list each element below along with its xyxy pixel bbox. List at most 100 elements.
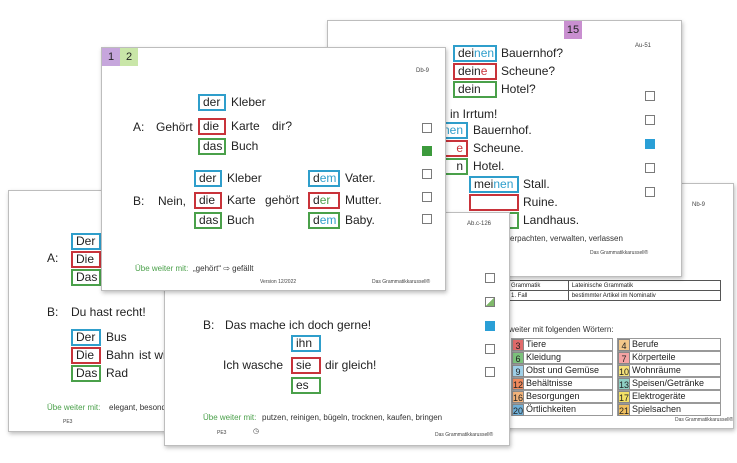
answer-checkbox[interactable] bbox=[645, 187, 655, 197]
practice-label: Übe weiter mit: bbox=[203, 413, 257, 422]
brand: Das Grammatikkarussell® bbox=[675, 417, 734, 423]
category-label: Kleidung bbox=[526, 352, 562, 362]
category-label: Örtlichkeiten bbox=[526, 404, 577, 414]
footer-code: PE3 bbox=[63, 419, 73, 425]
article-box[interactable] bbox=[469, 194, 519, 211]
category-label: Elektrogeräte bbox=[632, 391, 686, 401]
category-label: Obst und Gemüse bbox=[526, 365, 600, 375]
article-box[interactable]: das bbox=[198, 138, 226, 155]
answer-checkbox[interactable] bbox=[645, 163, 655, 173]
category-label: Besorgungen bbox=[526, 391, 580, 401]
category-number: 21 bbox=[618, 404, 630, 416]
label-a: A: bbox=[133, 120, 145, 134]
answer-checkbox[interactable] bbox=[422, 169, 432, 179]
answer-checkbox[interactable] bbox=[485, 273, 495, 283]
answer-checkbox[interactable] bbox=[422, 123, 432, 133]
noun: Bauernhof. bbox=[473, 123, 532, 137]
article-box[interactable]: meinen bbox=[469, 176, 519, 193]
category-number: 6 bbox=[512, 352, 524, 364]
table-cell: 1. Fall bbox=[507, 290, 569, 301]
category-label: Spielsachen bbox=[632, 404, 682, 414]
card-code: Ab.c-126 bbox=[467, 221, 492, 227]
article-ending: nen bbox=[474, 46, 495, 60]
article-box[interactable]: der bbox=[194, 170, 222, 187]
answer-checkbox[interactable] bbox=[485, 321, 495, 331]
article-box[interactable]: das bbox=[194, 212, 222, 229]
answer-checkbox[interactable] bbox=[422, 214, 432, 224]
article-ending: nen bbox=[442, 123, 463, 137]
answer-checkbox[interactable] bbox=[485, 367, 495, 377]
card-code: Db-9 bbox=[416, 68, 430, 74]
category-number: 17 bbox=[618, 391, 630, 403]
article-box[interactable]: die bbox=[198, 118, 226, 135]
answer-checkbox[interactable] bbox=[645, 139, 655, 149]
badge-2: 2 bbox=[120, 48, 138, 66]
category-number: 13 bbox=[618, 378, 630, 390]
article-box[interactable]: deine bbox=[453, 63, 497, 80]
card-main: 1 2 Db-9 A: Gehört der die das Kleber Ka… bbox=[101, 47, 446, 291]
article-box[interactable]: Das bbox=[71, 365, 101, 382]
article-ending: n bbox=[456, 159, 463, 173]
label-b: B: bbox=[133, 194, 145, 208]
card-code: Nb-9 bbox=[692, 202, 706, 208]
brand: Das Grammatikkarussell® bbox=[372, 279, 431, 285]
answer-checkbox[interactable] bbox=[645, 91, 655, 101]
answer-checkbox[interactable] bbox=[485, 297, 495, 307]
article-ending: e bbox=[480, 64, 488, 78]
article-box[interactable]: der bbox=[198, 94, 226, 111]
pronoun-box[interactable]: ihn bbox=[291, 335, 321, 352]
category-label: Körperteile bbox=[632, 352, 676, 362]
answer-checkbox[interactable] bbox=[485, 344, 495, 354]
article-box[interactable]: die bbox=[194, 192, 222, 209]
article-ending: e bbox=[456, 141, 463, 155]
article-box[interactable]: dem bbox=[308, 212, 340, 229]
noun: Kleber bbox=[231, 95, 266, 109]
article-box[interactable]: Das bbox=[71, 269, 101, 286]
practice-words: „gehört“ ⇨ gefällt bbox=[193, 264, 254, 273]
version: Version 12/2022 bbox=[260, 279, 297, 285]
noun: Scheune? bbox=[501, 64, 556, 78]
sentence-end: dir gleich! bbox=[325, 358, 377, 372]
answer-checkbox[interactable] bbox=[422, 192, 432, 202]
article-box[interactable]: Der bbox=[71, 233, 101, 250]
noun: Kleber bbox=[227, 171, 262, 185]
article-box[interactable]: dem bbox=[308, 170, 340, 187]
noun: Baby. bbox=[345, 213, 375, 227]
article-box[interactable]: Die bbox=[71, 251, 101, 268]
noun: Buch bbox=[231, 139, 259, 153]
answer-checkbox[interactable] bbox=[645, 115, 655, 125]
noun: Ruine. bbox=[523, 195, 558, 209]
card-code: Au-51 bbox=[635, 43, 652, 49]
noun: Landhaus. bbox=[523, 213, 580, 227]
noun: Hotel. bbox=[473, 159, 505, 173]
article-box[interactable]: Der bbox=[71, 329, 101, 346]
article-box[interactable]: Die bbox=[71, 347, 101, 364]
noun: Karte bbox=[227, 193, 256, 207]
pronoun-box[interactable]: es bbox=[291, 377, 321, 394]
pronoun-box[interactable]: sie bbox=[291, 357, 321, 374]
article-box[interactable]: der bbox=[308, 192, 340, 209]
article-box[interactable]: dein bbox=[453, 81, 497, 98]
practice-words: verpachten, verwalten, verlassen bbox=[506, 234, 623, 243]
sentence-start: Ich wasche bbox=[223, 358, 284, 372]
article-box[interactable]: deinen bbox=[453, 45, 497, 62]
category-number: 9 bbox=[512, 365, 524, 377]
answer-checkbox[interactable] bbox=[422, 146, 432, 156]
noun: Bus bbox=[106, 330, 127, 344]
article-ending: er bbox=[319, 193, 331, 207]
noun: Vater. bbox=[345, 171, 376, 185]
category-number: 7 bbox=[618, 352, 630, 364]
